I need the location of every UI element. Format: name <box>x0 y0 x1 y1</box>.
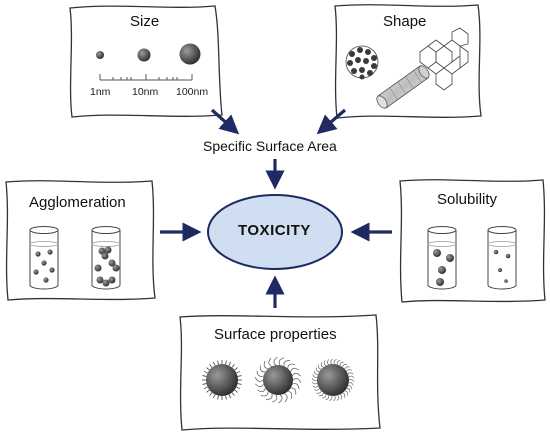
vial-dissolving <box>487 226 517 290</box>
particle-10nm <box>137 48 151 62</box>
coated-particle-spiky <box>202 360 242 400</box>
solubility-title: Solubility <box>437 191 498 208</box>
graphene-icon <box>419 27 469 91</box>
shape-box <box>334 4 482 119</box>
coated-particle-fringed <box>311 358 355 402</box>
specific-surface-area-label: Specific Surface Area <box>203 138 337 154</box>
vial-agglomerated <box>91 226 121 290</box>
toxicity-node <box>207 194 343 270</box>
shape-title: Shape <box>383 13 427 30</box>
nanotube-icon <box>376 65 430 109</box>
scale-label-10nm: 10nm <box>132 86 159 98</box>
scale-label-100nm: 100nm <box>176 86 209 98</box>
toxicity-label: TOXICITY <box>238 222 311 239</box>
vial-insoluble <box>427 226 457 290</box>
surface-properties-box <box>179 314 381 431</box>
agglomeration-box <box>5 180 156 301</box>
scale-label-1nm: 1nm <box>90 86 111 98</box>
scale-bar <box>99 74 193 81</box>
vial-dispersed <box>29 226 59 290</box>
solubility-box <box>399 179 546 303</box>
surface-properties-title: Surface properties <box>214 326 337 343</box>
arrow-shape-to-ssa <box>316 108 347 135</box>
coated-particle-polymer <box>254 356 302 404</box>
particle-1nm <box>96 51 104 59</box>
arrows <box>160 108 392 308</box>
fullerene-icon <box>345 45 379 80</box>
agglomeration-title: Agglomeration <box>29 194 126 211</box>
size-title: Size <box>130 13 160 30</box>
arrow-size-to-ssa <box>210 108 240 135</box>
particle-100nm <box>179 43 201 65</box>
